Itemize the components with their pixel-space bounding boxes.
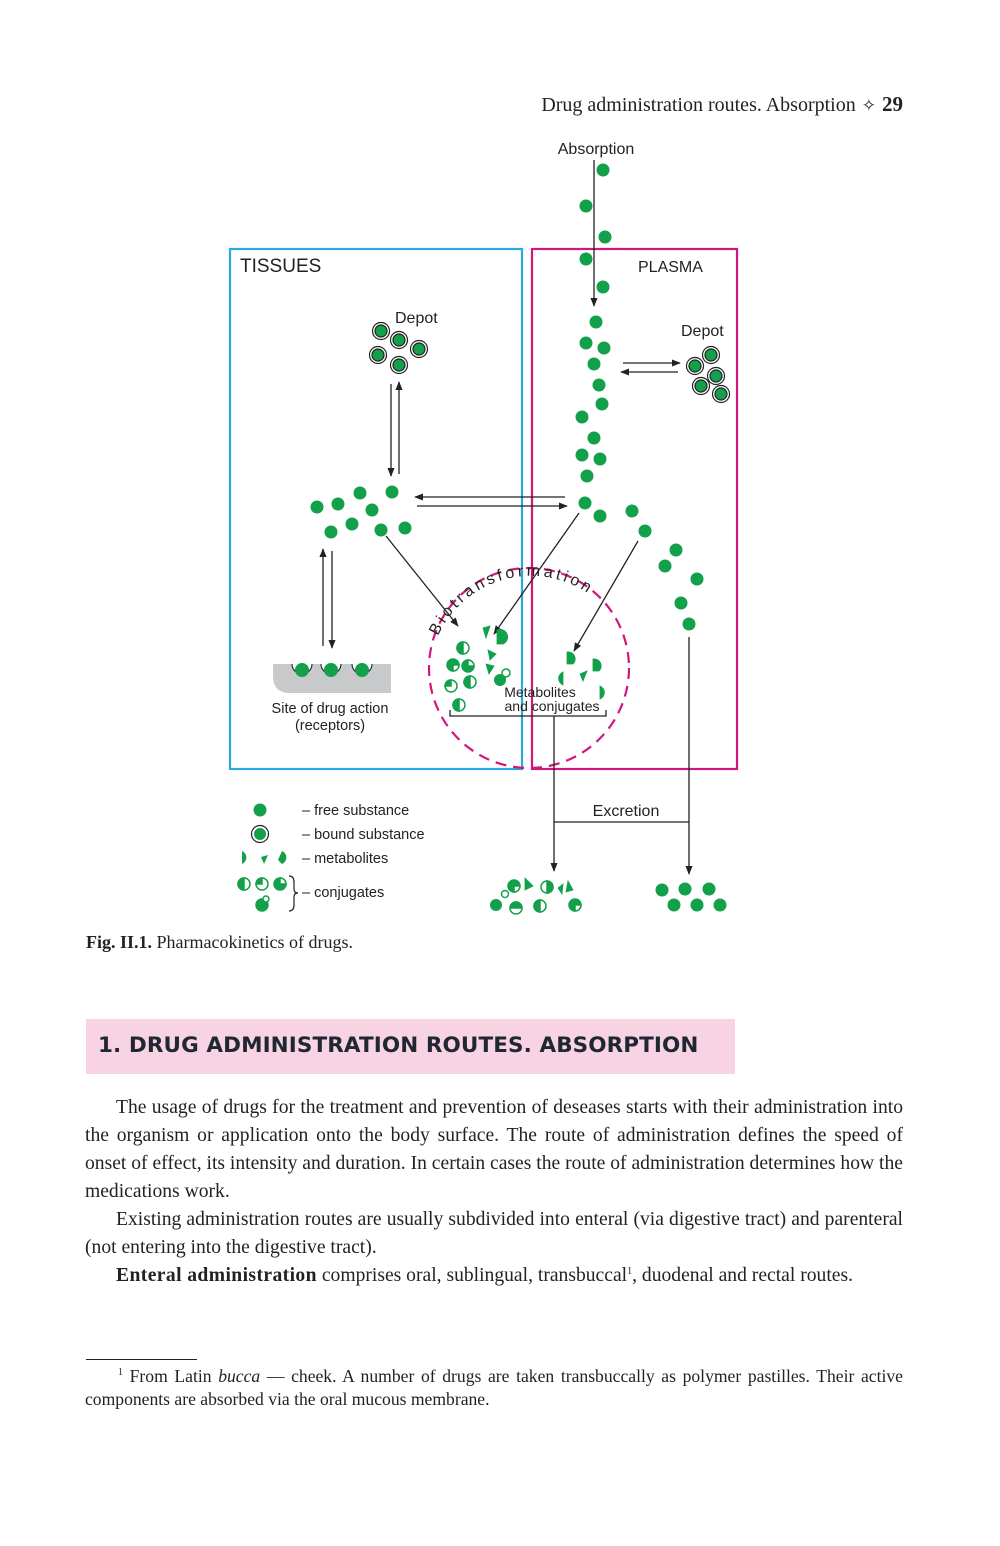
plasma-box xyxy=(530,247,739,771)
running-head-title: Drug administration routes. Absorption xyxy=(541,94,856,116)
legend-bound-swatch xyxy=(250,824,270,844)
conjugate-shapes xyxy=(444,641,582,915)
footnote-divider xyxy=(86,1359,197,1360)
absorption-label: Absorption xyxy=(558,141,635,158)
caption-label: Fig. II.1. xyxy=(86,932,153,952)
legend-free-swatch xyxy=(253,803,267,817)
body-text: The usage of drugs for the treatment and… xyxy=(85,1094,903,1290)
legend: – free substance – bound substance – met… xyxy=(237,803,425,912)
footnote-ref[interactable]: 1 xyxy=(627,1266,633,1277)
tissues-label: TISSUES xyxy=(240,256,321,277)
section-heading-box: 1. DRUG ADMINISTRATION ROUTES. ABSORPTIO… xyxy=(86,1019,735,1074)
free-dots xyxy=(295,163,727,912)
legend-brace xyxy=(288,875,299,912)
site-label-line1: Site of drug action xyxy=(272,701,389,717)
biotransformation-label: Biotransformation xyxy=(426,563,597,638)
site-label-line2: (receptors) xyxy=(295,718,365,734)
legend-free-label: – free substance xyxy=(302,803,409,819)
figure-caption: Fig. II.1. Pharmacokinetics of drugs. xyxy=(86,932,353,953)
metabolite-shapes xyxy=(482,625,605,896)
metabolites-bracket xyxy=(449,710,607,717)
plasma-biotransformation-arrow xyxy=(493,512,580,635)
flow-arrows xyxy=(319,160,693,875)
footnote: 1 From Latin bucca — cheek. A number of … xyxy=(85,1366,903,1409)
footnote-marker: 1 xyxy=(118,1367,123,1378)
legend-metabolites-label: – metabolites xyxy=(302,851,388,867)
bound-dots xyxy=(368,321,731,404)
legend-metabolite-swatch xyxy=(242,851,287,864)
tissues-box xyxy=(228,247,524,771)
excretion-label: Excretion xyxy=(593,803,660,820)
legend-conjugate-swatch xyxy=(237,877,287,912)
separator-icon: ✧ xyxy=(861,96,876,115)
caption-text: Pharmacokinetics of drugs. xyxy=(152,932,353,952)
metabolites-label-line1: Metabolites xyxy=(504,684,576,700)
plasma-metabolites-arrow xyxy=(573,540,639,652)
legend-conjugates-label: – conjugates xyxy=(302,885,384,901)
enteral-term: Enteral administration xyxy=(116,1265,317,1286)
paragraph-2: Existing administration routes are usual… xyxy=(85,1209,903,1258)
tissues-biotransformation-arrow xyxy=(385,535,459,627)
running-head: Drug administration routes. Absorption ✧ 2… xyxy=(541,92,903,117)
paragraph-3: Enteral administration comprises oral, s… xyxy=(116,1265,853,1286)
section-title: 1. DRUG ADMINISTRATION ROUTES. ABSORPTIO… xyxy=(98,1033,699,1058)
depot-tissues-label: Depot xyxy=(395,310,438,327)
page-number: 29 xyxy=(882,92,903,116)
metabolites-label-line2: and conjugates xyxy=(505,698,600,714)
legend-bound-label: – bound substance xyxy=(302,827,425,843)
plasma-label: PLASMA xyxy=(638,259,703,276)
paragraph-1: The usage of drugs for the treatment and… xyxy=(85,1097,903,1202)
depot-plasma-label: Depot xyxy=(681,323,724,340)
biotransformation-circle xyxy=(427,566,631,770)
